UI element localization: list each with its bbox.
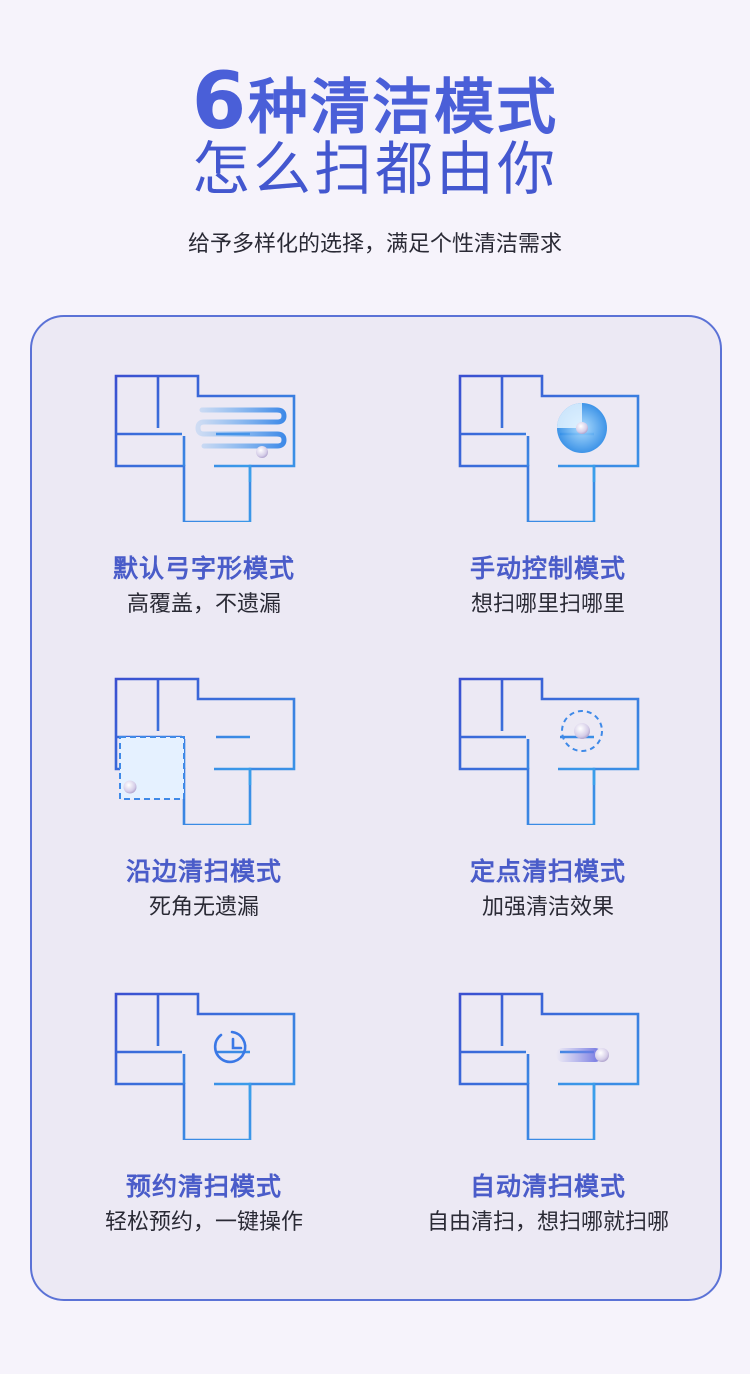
mode-name: 定点清扫模式 — [469, 857, 626, 886]
page-subtitle: 怎么扫都由你 — [191, 135, 558, 203]
edge-path-icon — [112, 675, 296, 825]
mode-card-spot: 定点清扫模式 加强清洁效果 — [376, 675, 720, 923]
spot-target-icon — [456, 675, 640, 825]
page-title: 6种清洁模式 — [0, 63, 750, 144]
mode-card-edge: 沿边清扫模式 死角无遗漏 — [32, 675, 376, 923]
title-text: 种清洁模式 — [248, 73, 559, 143]
mode-desc: 轻松预约，一键操作 — [104, 1210, 303, 1235]
mode-name: 自动清扫模式 — [469, 1172, 626, 1201]
motion-trail-icon — [456, 990, 640, 1140]
mode-card-schedule: 预约清扫模式 轻松预约，一键操作 — [32, 990, 376, 1238]
mode-desc: 高覆盖，不遗漏 — [126, 592, 281, 617]
radar-sweep-icon — [456, 372, 640, 522]
mode-desc: 死角无遗漏 — [148, 895, 259, 920]
clock-icon — [112, 990, 296, 1140]
mode-card-manual: 手动控制模式 想扫哪里扫哪里 — [376, 372, 720, 620]
mode-desc: 加强清洁效果 — [481, 895, 614, 920]
mode-card-zigzag: 默认弓字形模式 高覆盖，不遗漏 — [32, 372, 376, 620]
mode-name: 手动控制模式 — [469, 554, 626, 583]
mode-name: 沿边清扫模式 — [125, 857, 282, 886]
mode-card-auto: 自动清扫模式 自由清扫，想扫哪就扫哪 — [376, 990, 720, 1238]
title-number: 6 — [191, 57, 249, 147]
mode-desc: 自由清扫，想扫哪就扫哪 — [426, 1210, 669, 1235]
mode-name: 默认弓字形模式 — [112, 554, 295, 583]
mode-name: 预约清扫模式 — [125, 1172, 282, 1201]
modes-panel: 默认弓字形模式 高覆盖，不遗漏 手动控制模式 想扫哪里扫哪里 沿边清扫模式 死角… — [30, 315, 722, 1301]
zigzag-path-icon — [112, 372, 296, 522]
mode-desc: 想扫哪里扫哪里 — [470, 592, 625, 617]
page-tagline: 给予多样化的选择，满足个性清洁需求 — [187, 232, 562, 257]
